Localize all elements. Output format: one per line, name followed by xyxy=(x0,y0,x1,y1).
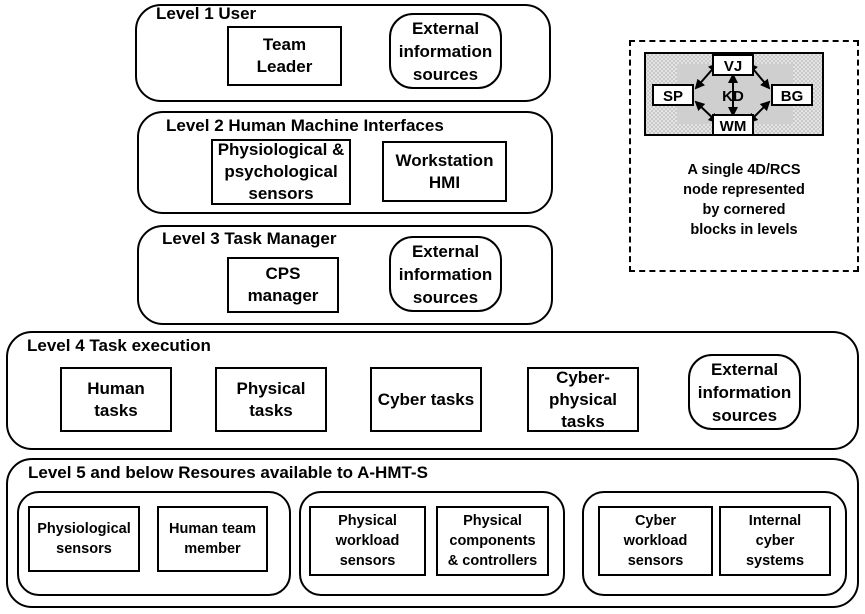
physiological-sensors-box: Physiological sensors xyxy=(28,506,140,572)
team-leader-box: Team Leader xyxy=(227,26,342,86)
level-5-title: Level 5 and below Resoures available to … xyxy=(28,463,428,482)
node-sp-box xyxy=(652,84,694,106)
physio-psych-sensors-box: Physiological & psychological sensors xyxy=(211,139,351,205)
node-bg-box xyxy=(771,84,813,106)
physical-tasks-box: Physical tasks xyxy=(215,367,327,432)
cyber-tasks-box: Cyber tasks xyxy=(370,367,482,432)
cyber-workload-sensors-box: Cyber workload sensors xyxy=(598,506,713,576)
rcs-node-diagram: VJ SP KD BG WM xyxy=(644,52,824,136)
rcs-node-caption: A single 4D/RCS node represented by corn… xyxy=(683,162,805,238)
level-2-title: Level 2 Human Machine Interfaces xyxy=(166,116,444,135)
node-vj-label: VJ xyxy=(724,58,742,75)
physical-components-box: Physical components & controllers xyxy=(436,506,549,576)
cps-manager-box: CPS manager xyxy=(227,257,339,313)
node-sp-label: SP xyxy=(663,88,683,105)
internal-cyber-systems-box: Internal cyber systems xyxy=(719,506,831,576)
human-team-member-box: Human team member xyxy=(157,506,268,572)
node-wm-label: WM xyxy=(720,118,747,135)
cyber-physical-tasks-box: Cyber- physical tasks xyxy=(527,367,639,432)
node-bg-label: BG xyxy=(781,88,804,105)
level-1-title: Level 1 User xyxy=(156,4,257,23)
physical-workload-sensors-box: Physical workload sensors xyxy=(309,506,426,576)
level-4-title: Level 4 Task execution xyxy=(27,336,211,355)
node-kd-label: KD xyxy=(722,88,744,105)
human-tasks-box: Human tasks xyxy=(60,367,172,432)
node-wm-box xyxy=(712,114,754,136)
node-vj-box xyxy=(712,54,754,76)
external-sources-l3: External information sources xyxy=(389,236,502,312)
workstation-hmi-box: Workstation HMI xyxy=(382,141,507,202)
external-sources-l4: External information sources xyxy=(688,354,801,430)
external-sources-l1: External information sources xyxy=(389,13,502,89)
level-3-title: Level 3 Task Manager xyxy=(162,229,337,248)
